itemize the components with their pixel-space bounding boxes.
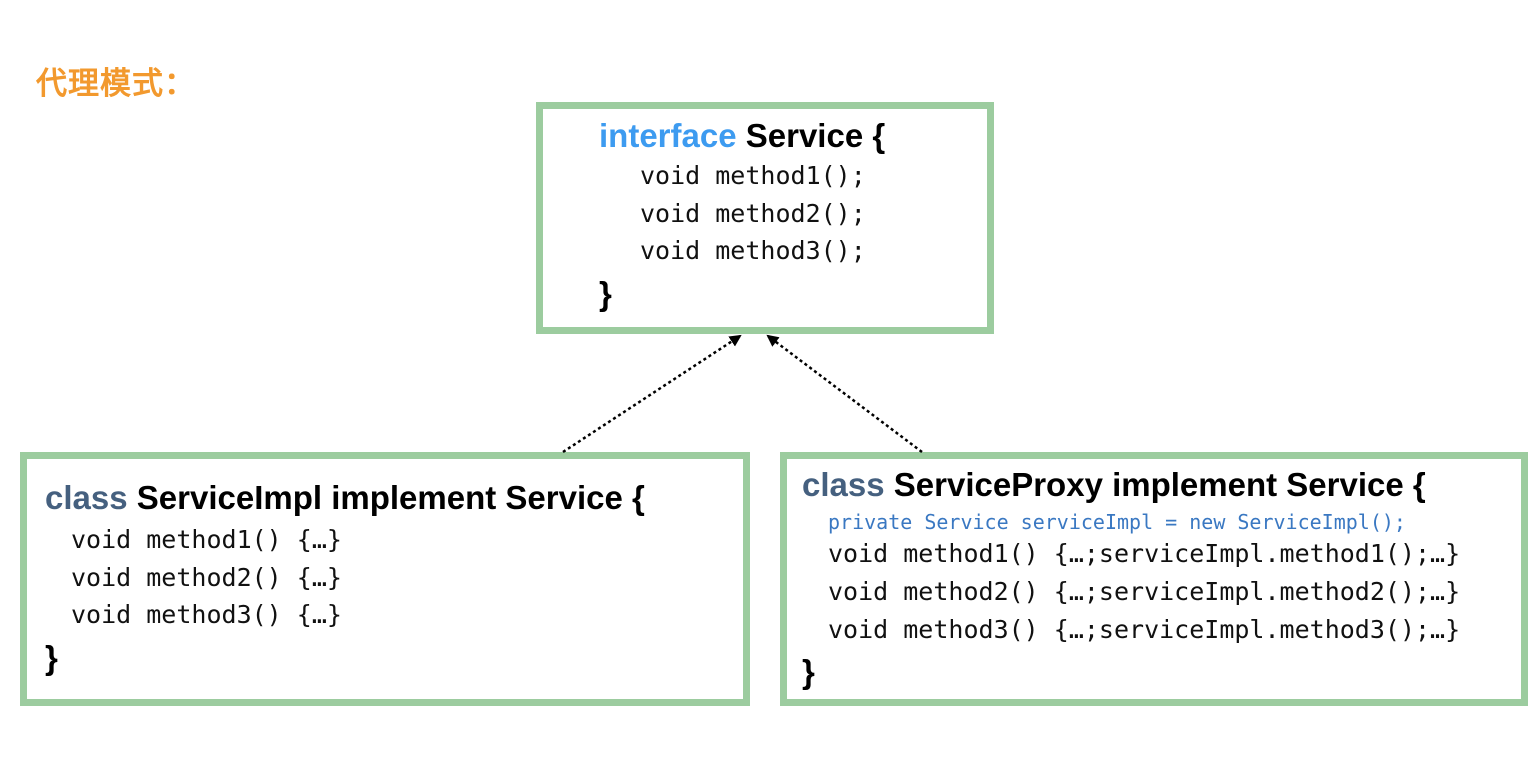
interface-header: interface Service {: [599, 117, 885, 155]
proxy-field: private Service serviceImpl = new Servic…: [828, 510, 1406, 534]
impl-to-interface-arrow: [562, 334, 742, 454]
proxy-method-3: void method3() {…;serviceImpl.method3();…: [828, 615, 1461, 644]
impl-header: class ServiceImpl implement Service {: [45, 479, 645, 517]
proxy-name: ServiceProxy implement Service {: [893, 466, 1426, 503]
interface-service-box: interface Service { void method1(); void…: [536, 102, 994, 334]
service-impl-box: class ServiceImpl implement Service { vo…: [20, 452, 750, 706]
impl-closing-brace: }: [45, 639, 58, 676]
service-proxy-box: class ServiceProxy implement Service { p…: [780, 452, 1528, 706]
impl-method-2: void method2() {…}: [71, 563, 342, 592]
impl-name: ServiceImpl implement Service {: [136, 479, 645, 516]
interface-keyword: interface: [599, 117, 737, 154]
impl-method-3: void method3() {…}: [71, 600, 342, 629]
proxy-header: class ServiceProxy implement Service {: [802, 466, 1426, 504]
impl-method-1: void method1() {…}: [71, 525, 342, 554]
interface-method-3: void method3();: [640, 236, 866, 265]
diagram-title: 代理模式：: [36, 66, 196, 102]
impl-class-keyword: class: [45, 479, 128, 516]
proxy-to-interface-arrow: [766, 334, 923, 453]
interface-method-1: void method1();: [640, 161, 866, 190]
interface-method-2: void method2();: [640, 199, 866, 228]
interface-closing-brace: }: [599, 275, 612, 312]
proxy-method-1: void method1() {…;serviceImpl.method1();…: [828, 539, 1461, 568]
proxy-class-keyword: class: [802, 466, 885, 503]
proxy-method-2: void method2() {…;serviceImpl.method2();…: [828, 577, 1461, 606]
proxy-closing-brace: }: [802, 653, 815, 690]
interface-name: Service {: [745, 117, 886, 154]
